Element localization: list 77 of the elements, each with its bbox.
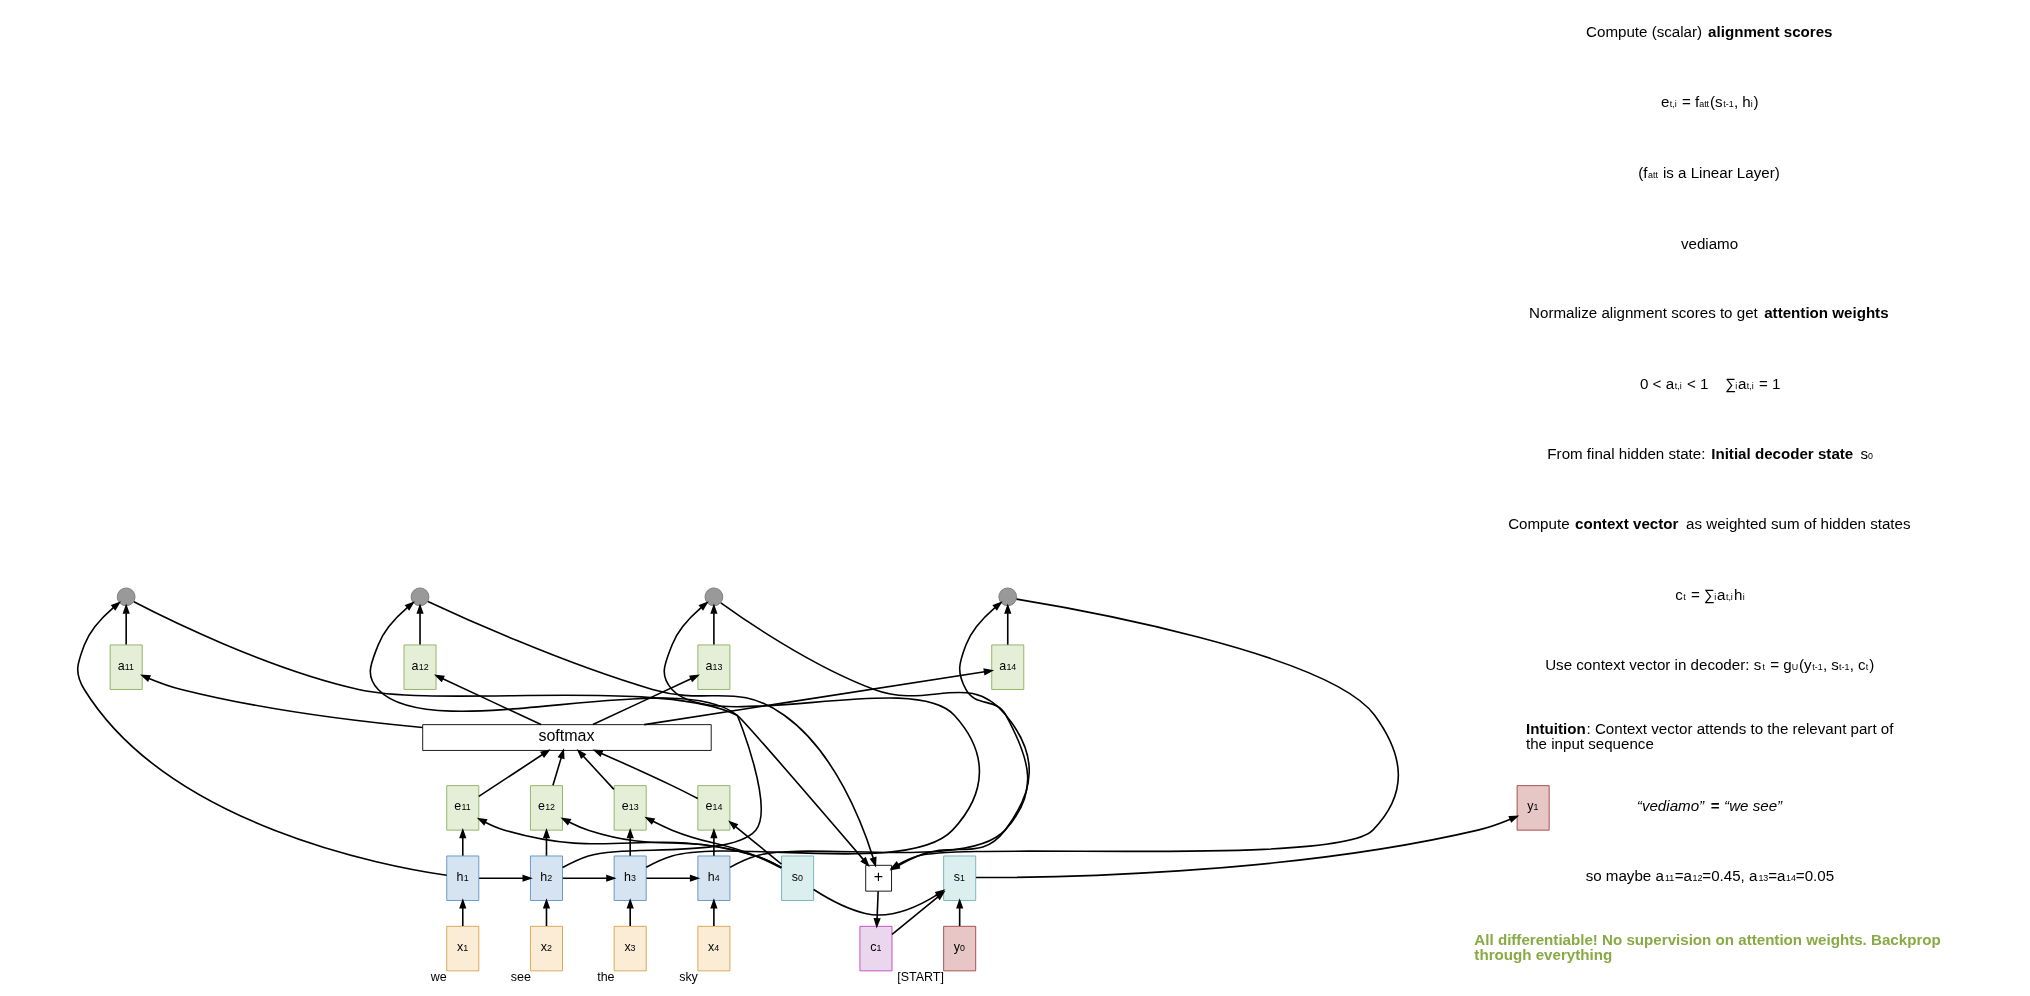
arrow: [132, 601, 870, 867]
arrow: [642, 668, 994, 726]
node-box: x1: [445, 925, 479, 972]
arrow: [433, 674, 542, 726]
node-box: a11: [109, 644, 143, 690]
arrow: [560, 817, 782, 869]
node-label: see: [510, 969, 531, 984]
arrow: [1003, 603, 1011, 646]
node-cross: [997, 587, 1017, 607]
arrow: [369, 601, 762, 869]
arrow: [458, 827, 466, 857]
arrow: [974, 815, 1519, 879]
node-box: h1: [445, 855, 479, 901]
node-box: h3: [613, 855, 647, 901]
label: Compute context vector as weighted sum of hidden states: [1507, 515, 1911, 533]
arrow: [426, 600, 877, 868]
arrow: [873, 890, 881, 929]
node-box: s1: [942, 855, 976, 901]
label: (fatt is a Linear Layer): [1637, 163, 1780, 181]
arrow: [645, 874, 700, 882]
node-label: sky: [678, 969, 698, 984]
label: Normalize alignment scores to get attention weights: [1528, 304, 1889, 322]
label: Intuition: Context vector attends to the relevant part of the input sequence: [1525, 719, 1893, 752]
node-box: x4: [696, 925, 730, 972]
node-box: e11: [445, 785, 479, 831]
node-cross: [410, 587, 429, 607]
node-box: h4: [696, 855, 730, 901]
node-box: e13: [613, 785, 647, 831]
node-box: x3: [613, 925, 647, 972]
arrow: [709, 827, 717, 857]
node-box: a13: [696, 644, 730, 690]
label: “vediamo” = “we see”: [1636, 796, 1782, 814]
arrow: [139, 674, 423, 729]
node-box: c1: [859, 925, 892, 972]
node-box: y1: [1516, 785, 1550, 831]
arrow: [122, 603, 130, 646]
arrow: [727, 820, 782, 865]
arrow: [709, 603, 717, 646]
label: vediamo: [1680, 234, 1738, 252]
arrow: [415, 603, 424, 646]
arrow: [709, 898, 717, 927]
node-box: a14: [990, 644, 1024, 690]
node-box: s0: [780, 855, 814, 901]
node-box: h2: [529, 855, 563, 901]
label: et,i = fatt(st-1, hi): [1660, 93, 1759, 111]
node-label: [START]: [896, 969, 944, 984]
arrow: [626, 898, 634, 927]
label: ct = ∑iat,ihi: [1674, 585, 1745, 603]
node-box: a12: [403, 644, 436, 690]
arrow: [592, 749, 698, 800]
arrow: [591, 674, 700, 726]
arrow: [626, 827, 634, 857]
label: All differentiable! No supervision on attention weights. Backprop through everything: [1473, 930, 1941, 963]
node-label: the: [596, 969, 615, 984]
node-box: y0: [942, 925, 976, 972]
arrow: [76, 601, 447, 877]
node-box: softmax: [421, 724, 712, 751]
node-box: +: [864, 864, 892, 892]
label: 0 < at,i < 1 ∑iat,i = 1: [1639, 374, 1781, 392]
arrow: [476, 817, 782, 869]
arrow: [458, 898, 466, 927]
arrow: [643, 816, 782, 869]
arrow: [561, 874, 617, 882]
label: Use context vector in decoder: st = gU(yt-1, st-1, ct): [1544, 655, 1874, 673]
arrow: [576, 749, 615, 791]
node-box: x2: [529, 925, 563, 972]
label: Compute (scalar) alignment scores: [1585, 22, 1833, 40]
node-cross: [116, 587, 136, 607]
arrow: [551, 748, 565, 787]
node-cross: [704, 587, 723, 607]
node-box: e14: [696, 785, 730, 831]
label: so maybe a11=a12=0.45, a13=a14=0.05: [1585, 867, 1834, 884]
node-box: e12: [529, 785, 563, 831]
label: From final hidden state: Initial decoder state s0: [1546, 444, 1873, 462]
arrow: [477, 749, 551, 798]
arrow: [477, 874, 533, 882]
node-label: we: [430, 969, 447, 984]
